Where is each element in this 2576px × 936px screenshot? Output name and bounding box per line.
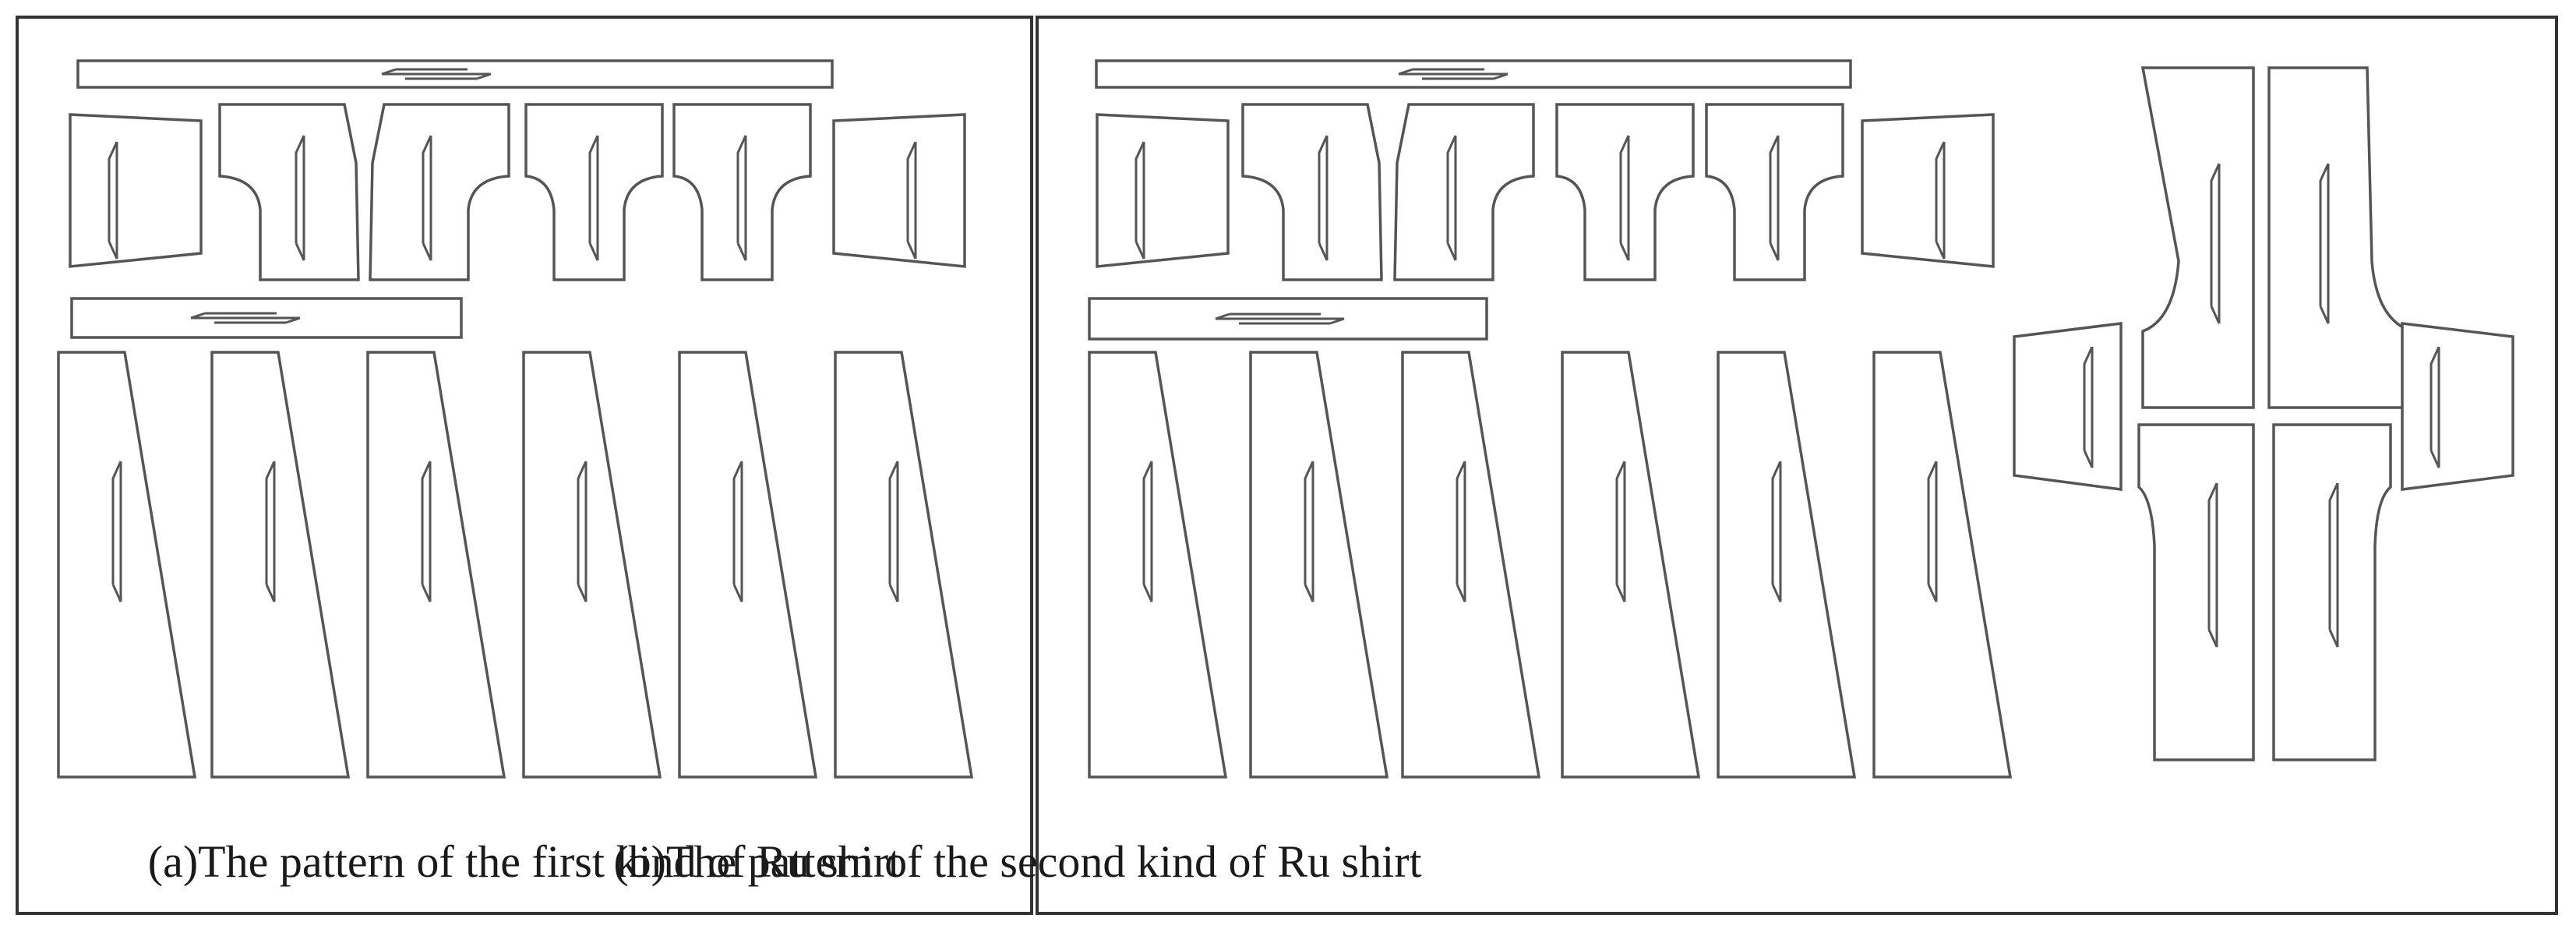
panel-b-bodice-1 [1241,103,1383,281]
panel-b-side-sleeve-right-grainline [2430,346,2440,468]
panel-a-skirt-panel-4 [522,351,662,779]
panel-b-skirt-panel-2-grainline [1304,461,1314,602]
panel-b-collar-band-grainline [1398,68,1509,80]
panel-b-bodice-2-grainline [1446,135,1457,261]
panel-a-skirt-panel-3 [366,351,506,779]
panel-b-bodice-4-grainline [1769,135,1780,261]
panel-b-sleeve-left-grainline [1134,141,1145,260]
panel-a-waist-band-grainline [190,312,301,324]
panel-b-long-bodice-1-grainline [2210,163,2221,324]
panel-b-long-bodice-4 [2272,423,2392,761]
panel-b-skirt-panel-2 [1249,351,1389,779]
panel-a-sleeve-right [832,113,966,268]
panel-b-bodice-3 [1555,103,1695,281]
panel-a-pattern-pieces [57,59,974,779]
panel-b-long-bodice-3 [2137,423,2255,761]
panel-a-bodice-3-grainline [588,135,599,261]
panel-a-bodice-1-grainline [295,135,305,261]
panel-b-skirt-panel-5 [1717,351,1857,779]
panel-a-collar-band-grainline [381,68,492,80]
panel-b-side-sleeve-left-grainline [2083,346,2094,468]
panel-b-bodice-2 [1393,103,1535,281]
panel-b-side-sleeve-right [2401,322,2514,491]
panel-a-skirt-panel-1-grainline [111,461,122,602]
panel-a-skirt-panel-2 [210,351,351,779]
panel-b-sleeve-right-grainline [1935,141,1946,260]
panel-a-skirt-panel-2-grainline [265,461,276,602]
panel-a-sleeve-left [69,113,203,268]
panel-a-bodice-4-grainline [736,135,747,261]
panel-b-skirt-panel-6 [1872,351,2013,779]
panel-b-caption: (b)The pattern of the second kind of Ru … [613,836,1421,887]
panel-a-sleeve-left-grainline [108,141,118,260]
panel-b-side-sleeve-left [2013,322,2123,491]
panel-a-skirt-panel-6 [834,351,974,779]
panel-b-skirt-panel-4 [1561,351,1701,779]
panel-b-long-bodice-2-grainline [2319,163,2330,324]
panel-a-skirt-panel-5 [678,351,818,779]
panel-b-skirt-panel-3 [1401,351,1541,779]
panel-b-skirt-panel-1 [1088,351,1228,779]
panel-b-bodice-4 [1705,103,1844,281]
panel-b-long-bodice-4-grainline [2328,482,2339,648]
panel-b-sleeve-right [1861,113,1995,268]
panel-b-skirt-panel-3-grainline [1456,461,1466,602]
panel-a-skirt-panel-5-grainline [732,461,743,602]
panel-a-bodice-4 [672,103,812,281]
panel-b-long-bodice-1 [2140,66,2255,409]
panel-b-pattern-pieces [1088,59,2514,779]
panel-b-skirt-panel-4-grainline [1615,461,1626,602]
panel-b-bodice-3-grainline [1619,135,1630,261]
panel-b-bodice-1-grainline [1318,135,1329,261]
panel-a-skirt-panel-3-grainline [421,461,432,602]
panel-b-waist-band-grainline [1215,313,1345,325]
panel-a-skirt-panel-6-grainline [888,461,899,602]
panel-a-sleeve-right-grainline [906,141,917,260]
panel-b-sleeve-left [1096,113,1230,268]
panel-a-skirt-panel-4-grainline [577,461,588,602]
panel-a-bodice-1 [218,103,360,281]
panel-a-bodice-2-grainline [422,135,432,261]
panel-b-skirt-panel-6-grainline [1927,461,1938,602]
panel-b-long-bodice-3-grainline [2207,482,2218,648]
panel-b-skirt-panel-5-grainline [1771,461,1782,602]
panel-a-caption: (a)The pattern of the first kind of Ru s… [148,836,901,887]
panel-a-skirt-panel-1 [57,351,197,779]
panel-a-bodice-3 [524,103,664,281]
panel-b-skirt-panel-1-grainline [1142,461,1153,602]
panel-a-bodice-2 [369,103,510,281]
